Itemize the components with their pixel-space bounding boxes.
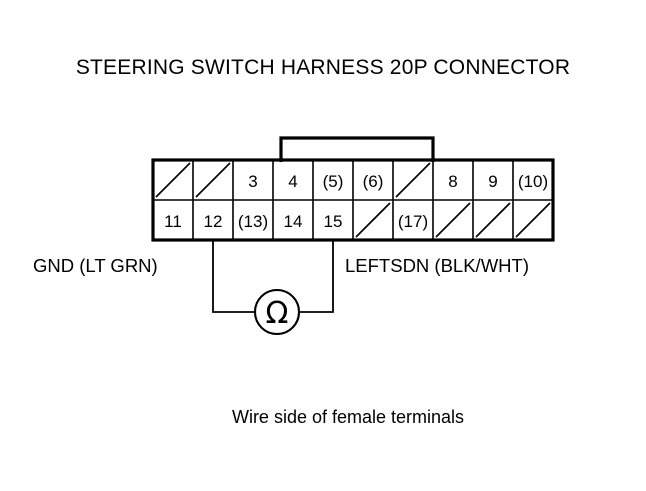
connector-pin-cell: 15: [324, 212, 343, 231]
pin-number-label: (5): [323, 172, 344, 191]
wire-label-left: GND (LT GRN): [33, 255, 158, 276]
pin-number-label: 3: [248, 172, 257, 191]
connector-pin-cell: (10): [518, 172, 548, 191]
pin-number-label: (10): [518, 172, 548, 191]
connector-pin-cell: (17): [398, 212, 428, 231]
pin-number-label: (13): [238, 212, 268, 231]
unused-pin-slash-icon: [515, 202, 551, 238]
unused-pin-slash-icon: [395, 162, 431, 198]
connector-pin-cell: [395, 162, 431, 198]
ohm-symbol: Ω: [266, 296, 289, 331]
connector-pin-cell: [195, 162, 231, 198]
connector-locking-tab: [279, 136, 435, 162]
connector-pin-cell: [475, 202, 511, 238]
pin-number-label: (17): [398, 212, 428, 231]
connector-pin-cell: [155, 162, 191, 198]
pin-number-label: (6): [363, 172, 384, 191]
wire-label-right: LEFTSDN (BLK/WHT): [345, 255, 529, 276]
connector-pin-cell: (5): [323, 172, 344, 191]
connector-pin-grid: 3 4 (5) (6) 8 9 (10) 11 12 (13) 14 15 (17): [155, 162, 551, 238]
pin-number-label: 8: [448, 172, 457, 191]
pin-number-label: 12: [204, 212, 223, 231]
unused-pin-slash-icon: [195, 162, 231, 198]
connector-pin-cell: (13): [238, 212, 268, 231]
pin-number-label: 9: [488, 172, 497, 191]
connector-grid-lines: [151, 158, 555, 242]
connector-pin-cell: [515, 202, 551, 238]
connector-pin-cell: 9: [488, 172, 497, 191]
connector-pin-cell: 14: [284, 212, 303, 231]
connector-pin-cell: [435, 202, 471, 238]
unused-pin-slash-icon: [355, 202, 391, 238]
ohmmeter-body: [253, 288, 301, 336]
diagram-caption: Wire side of female terminals: [232, 407, 464, 427]
connector-pin-cell: 8: [448, 172, 457, 191]
pin-number-label: 15: [324, 212, 343, 231]
connector-pin-cell: 12: [204, 212, 223, 231]
page-title: STEERING SWITCH HARNESS 20P CONNECTOR: [76, 56, 570, 79]
ohmmeter-probe-wiring: Ω: [212, 240, 334, 336]
unused-pin-slash-icon: [435, 202, 471, 238]
connector-pin-cell: 11: [164, 212, 182, 231]
pin-number-label: 4: [288, 172, 297, 191]
connector-pin-cell: (6): [363, 172, 384, 191]
unused-pin-slash-icon: [475, 202, 511, 238]
connector-pin-cell: [355, 202, 391, 238]
connector-pin-cell: 3: [248, 172, 257, 191]
pin-number-label: 14: [284, 212, 303, 231]
unused-pin-slash-icon: [155, 162, 191, 198]
pin-number-label: 11: [164, 212, 182, 231]
connector-pin-cell: 4: [288, 172, 297, 191]
